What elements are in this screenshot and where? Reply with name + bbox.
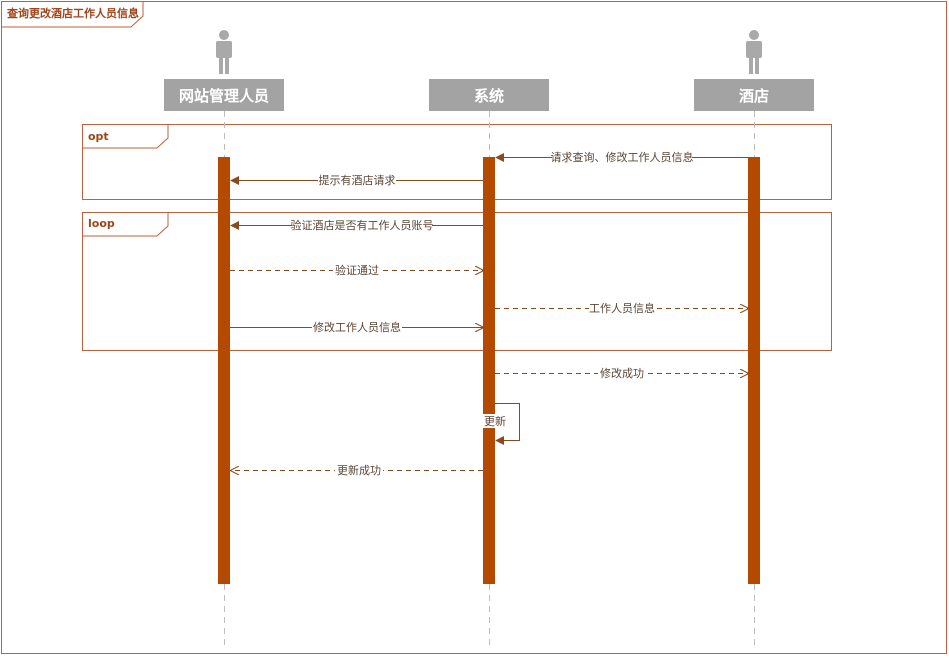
message-label: 验证通过 [335,263,379,277]
message-label: 更新成功 [337,463,381,477]
fragment-loop-label: loop [88,217,115,230]
activation-hotel [748,157,760,584]
message-label: 请求查询、修改工作人员信息 [551,150,694,164]
message-label: 修改工作人员信息 [313,320,401,334]
participant-hotel-label: 酒店 [739,87,769,105]
message-label: 工作人员信息 [589,301,655,315]
message-modify-staff-info: 修改工作人员信息 [230,320,483,334]
participant-hotel-box [694,79,814,111]
person-icon [216,30,232,74]
person-icon [746,30,762,74]
message-staff-info: 工作人员信息 [495,301,748,315]
fragment-opt-tab [82,124,169,149]
diagram-title: 查询更改酒店工作人员信息 [7,6,139,20]
participant-admin-label: 网站管理人员 [179,87,269,105]
message-label: 提示有酒店请求 [319,173,396,187]
participant-system-box [429,79,549,111]
message-modify-success: 修改成功 [495,366,748,380]
fragment-opt-label: opt [88,130,109,143]
message-label: 验证酒店是否有工作人员账号 [291,218,434,232]
message-verify-passed: 验证通过 [230,263,483,277]
message-notify-hotel-request: 提示有酒店请求 [230,173,483,187]
message-self-update: 更新 [482,403,520,445]
message-request-query-modify: 请求查询、修改工作人员信息 [495,150,748,164]
message-verify-staff-account: 验证酒店是否有工作人员账号 [230,218,483,232]
message-update-success: 更新成功 [231,463,483,477]
activation-admin [218,157,230,584]
frame-title-tab [1,1,144,28]
participant-system-label: 系统 [474,87,504,105]
fragment-opt [82,124,832,200]
message-label: 修改成功 [600,366,644,380]
activation-system [483,157,495,584]
fragment-loop-tab [82,212,169,237]
message-label: 更新 [484,414,506,428]
fragment-loop [82,212,832,351]
participant-admin-box [164,79,284,111]
